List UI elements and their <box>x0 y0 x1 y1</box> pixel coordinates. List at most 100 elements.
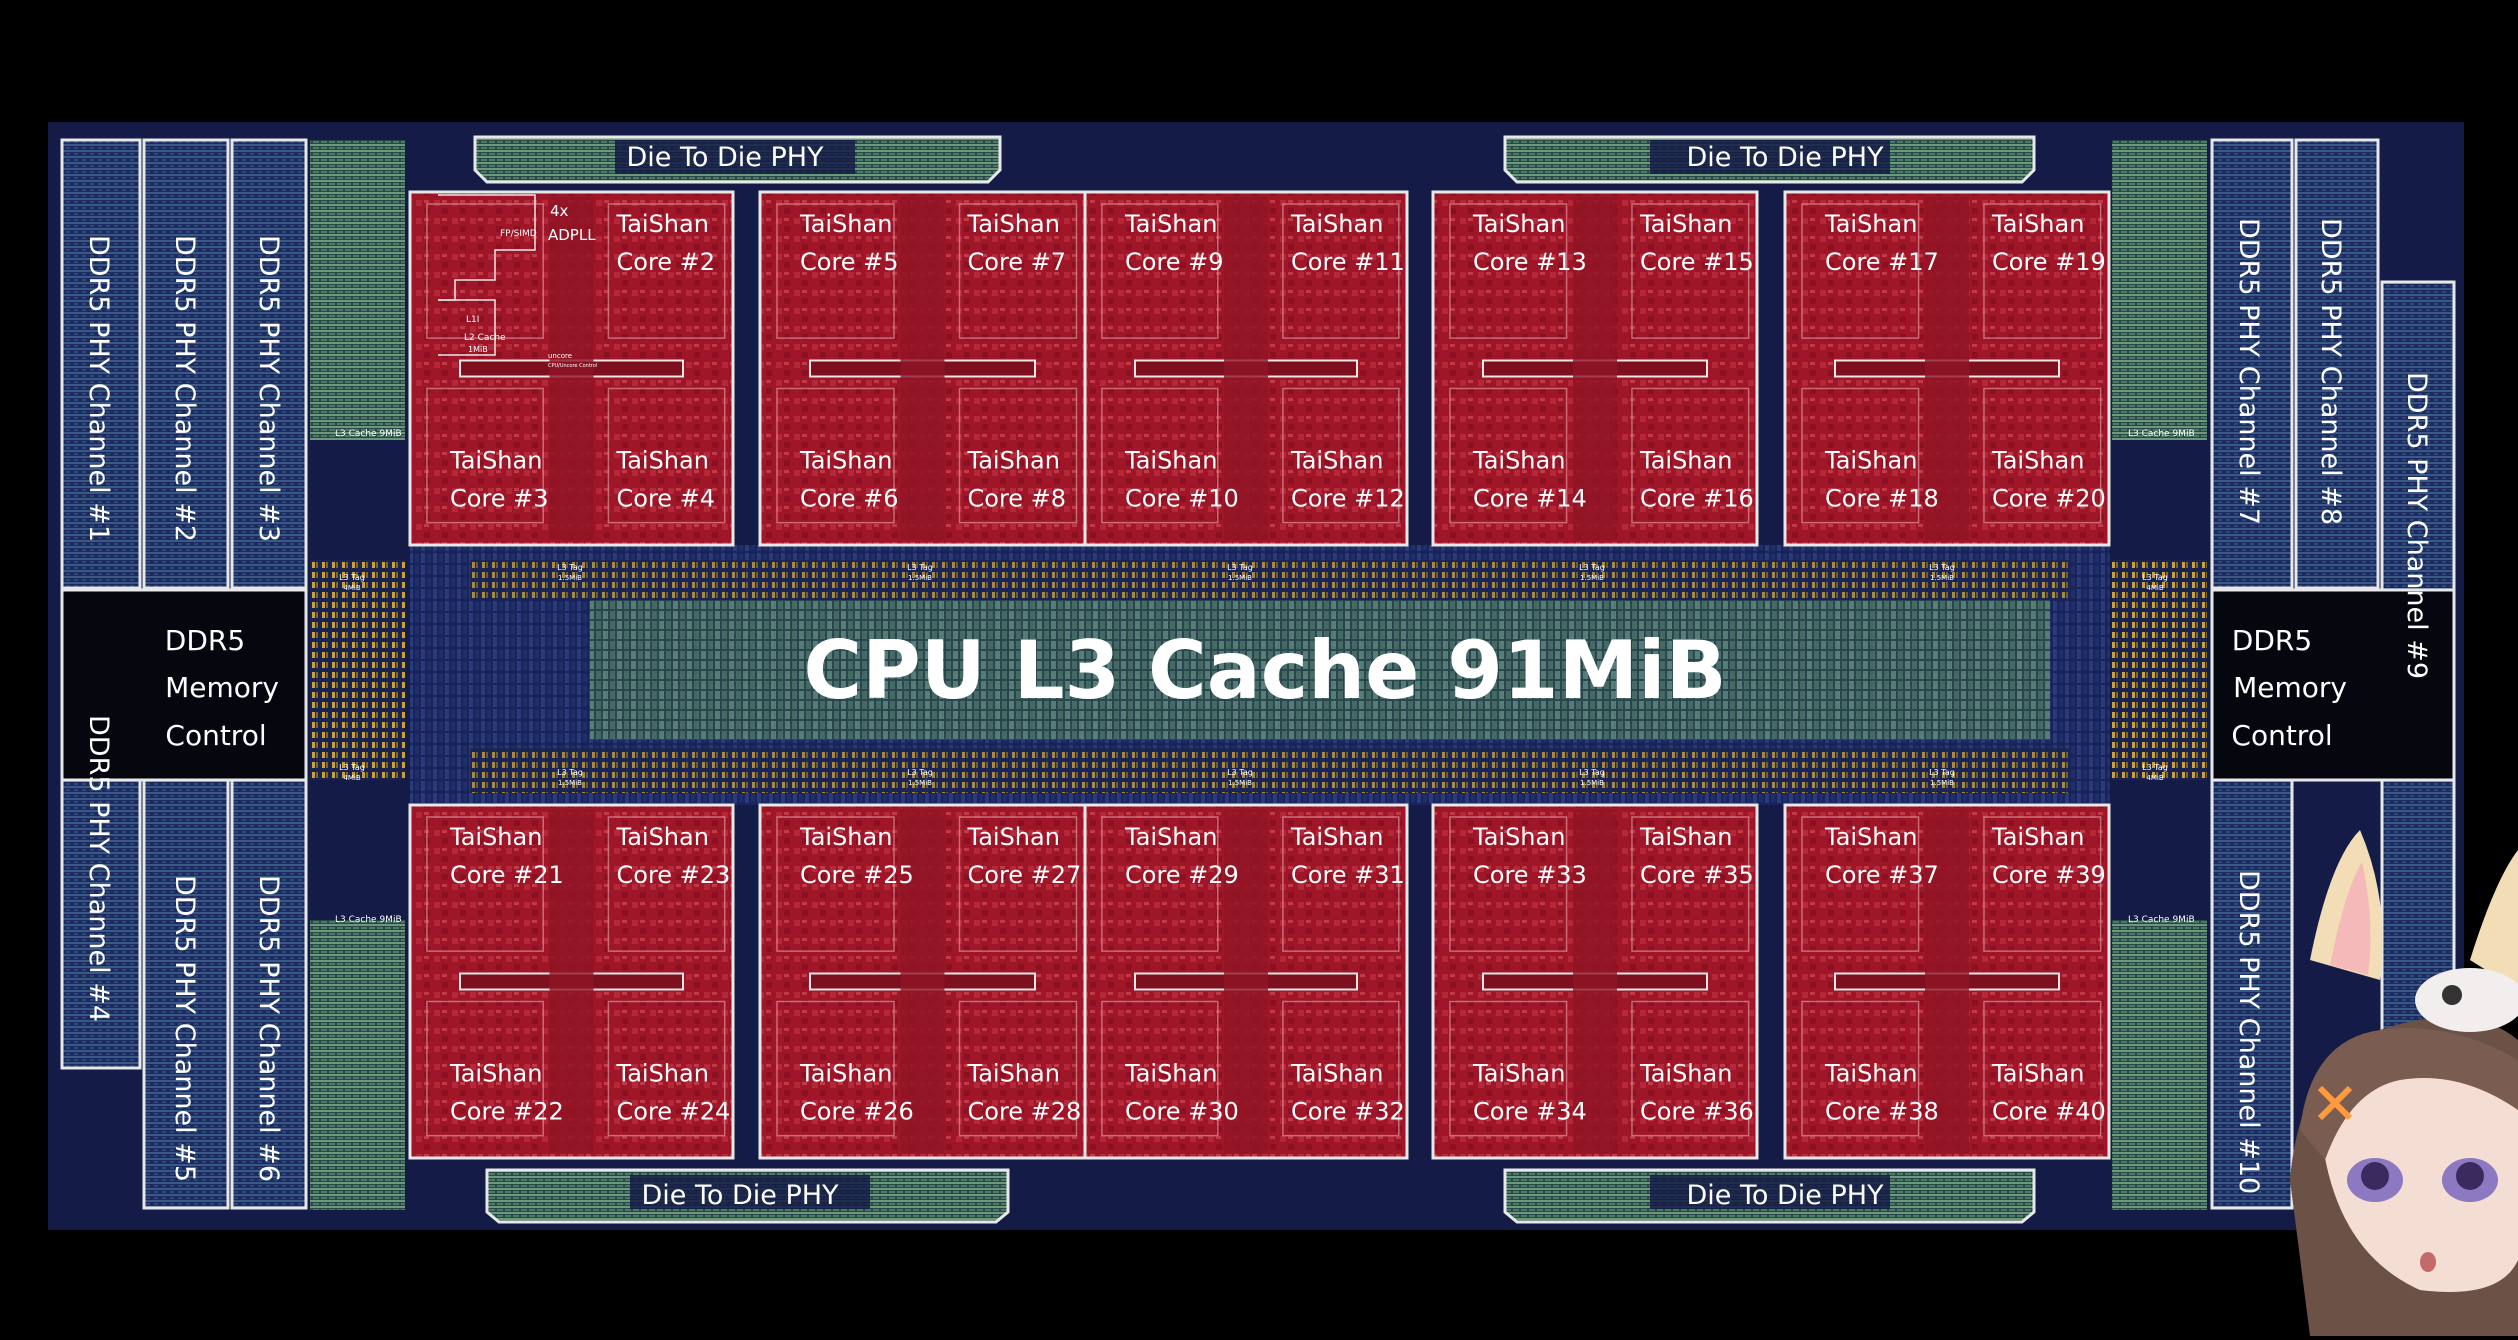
core-label-31: TaiShan <box>1290 823 1383 851</box>
core-label-33: TaiShan <box>1472 823 1565 851</box>
ddr-mc-right-line1: DDR5 <box>2232 624 2312 657</box>
core-number-3: Core #3 <box>450 485 549 513</box>
l3-cache-title: CPU L3 Cache 91MiB <box>803 624 1726 717</box>
ddr-mc-left-line3: Control <box>165 719 266 752</box>
core-number-34: Core #34 <box>1473 1098 1587 1126</box>
vtuber-avatar-icon <box>2290 830 2518 1336</box>
ddr-channel-labels: DDR5 PHY Channel #1 DDR5 PHY Channel #2 … <box>83 218 2432 1194</box>
l3-tag-side-3: L3 Tag <box>2142 573 2168 582</box>
l3-tag-bottom-1: L3 Tag <box>557 768 583 777</box>
l3-tag-labels: L3 Tag 1.5MiB L3 Tag 1.5MiB L3 Tag 1.5MiB L3 T… <box>339 563 2168 787</box>
core-label-8: TaiShan <box>967 447 1060 475</box>
core-number-39: Core #39 <box>1992 861 2106 889</box>
core-label-28: TaiShan <box>967 1060 1060 1088</box>
l3-tag-size-top-3: 1.5MiB <box>1228 574 1252 582</box>
core-label-16: TaiShan <box>1639 447 1732 475</box>
core-number-10: Core #10 <box>1125 485 1239 513</box>
l3-tag-side-4: L3 Tag <box>2142 763 2168 772</box>
core-label-39: TaiShan <box>1991 823 2084 851</box>
core-number-9: Core #9 <box>1125 248 1224 276</box>
ddr-channel-9-label: DDR5 PHY Channel #9 <box>2401 372 2432 679</box>
l3-cache-label-tl: L3 Cache 9MiB <box>335 429 402 439</box>
l3-tag-bottom-3: L3 Tag <box>1227 768 1253 777</box>
core-label-13: TaiShan <box>1472 210 1565 238</box>
ddr-channel-7-label: DDR5 PHY Channel #7 <box>2233 218 2264 525</box>
core-number-17: Core #17 <box>1825 248 1939 276</box>
core-number-15: Core #15 <box>1640 248 1754 276</box>
ddr-mc-right-line2: Memory <box>2233 671 2347 704</box>
core-number-26: Core #26 <box>800 1098 914 1126</box>
l3-tag-size-top-4: 1.5MiB <box>1580 574 1604 582</box>
ddr-channel-8-label: DDR5 PHY Channel #8 <box>2315 218 2346 525</box>
core-number-27: Core #27 <box>968 861 1082 889</box>
core-label-7: TaiShan <box>967 210 1060 238</box>
core-number-6: Core #6 <box>800 485 899 513</box>
core-number-33: Core #33 <box>1473 861 1587 889</box>
l3-tag-side-1: L3 Tag <box>339 573 365 582</box>
ddr-channel-5-label: DDR5 PHY Channel #5 <box>169 875 200 1182</box>
fp-simd-label: FP/SIMD <box>500 229 537 239</box>
core-number-14: Core #14 <box>1473 485 1587 513</box>
core-number-20: Core #20 <box>1992 485 2106 513</box>
l3-cache-side-labels: L3 Cache 9MiB L3 Cache 9MiB L3 Cache 9Mi… <box>335 429 2195 925</box>
core-label-30: TaiShan <box>1124 1060 1217 1088</box>
ddr-channel-10-label: DDR5 PHY Channel #10 <box>2233 870 2264 1194</box>
l3-tag-size-bottom-4: 1.5MiB <box>1580 779 1604 787</box>
core-label-24: TaiShan <box>616 1060 709 1088</box>
core-label-34: TaiShan <box>1472 1060 1565 1088</box>
core-number-22: Core #22 <box>450 1098 564 1126</box>
ddr-phy-right-group <box>2112 138 2456 1210</box>
l3-tag-bottom-4: L3 Tag <box>1579 768 1605 777</box>
l3-tag-top-3: L3 Tag <box>1227 563 1253 572</box>
l2-cache-label: L2 Cache <box>464 333 506 343</box>
l3-tag-side-size-2: 4MiB <box>343 774 360 782</box>
l3-tag-top-5: L3 Tag <box>1929 563 1955 572</box>
l3-tag-size-bottom-1: 1.5MiB <box>558 779 582 787</box>
ddr-memory-control-left: DDR5 Memory Control <box>60 560 405 782</box>
l3-tag-size-bottom-5: 1.5MiB <box>1930 779 1954 787</box>
l3-cache-array <box>590 600 2050 740</box>
core-label-29: TaiShan <box>1124 823 1217 851</box>
core-label-36: TaiShan <box>1639 1060 1732 1088</box>
l3-tag-size-top-1: 1.5MiB <box>558 574 582 582</box>
core-label-21: TaiShan <box>449 823 542 851</box>
l3-tag-bottom-5: L3 Tag <box>1929 768 1955 777</box>
core-number-35: Core #35 <box>1640 861 1754 889</box>
core-number-24: Core #24 <box>617 1098 731 1126</box>
die-to-die-phy-group: Die To Die PHY Die To Die PHY Die To Die… <box>473 135 2036 1224</box>
core-label-26: TaiShan <box>799 1060 892 1088</box>
core-number-31: Core #31 <box>1291 861 1405 889</box>
d2d-phy-top-right-label: Die To Die PHY <box>1686 142 1884 173</box>
core-number-18: Core #18 <box>1825 485 1939 513</box>
core-number-11: Core #11 <box>1291 248 1405 276</box>
core-label-32: TaiShan <box>1290 1060 1383 1088</box>
core-label-27: TaiShan <box>967 823 1060 851</box>
core-label-38: TaiShan <box>1824 1060 1917 1088</box>
core-label-12: TaiShan <box>1290 447 1383 475</box>
core-number-28: Core #28 <box>968 1098 1082 1126</box>
ddr-phy-left-group <box>60 138 405 1210</box>
l3-tag-size-bottom-3: 1.5MiB <box>1228 779 1252 787</box>
core-label-35: TaiShan <box>1639 823 1732 851</box>
core-number-37: Core #37 <box>1825 861 1939 889</box>
l3-tag-side-size-4: 4MiB <box>2146 774 2163 782</box>
l3-tag-side-size-1: 4MiB <box>343 584 360 592</box>
l3-tag-side-2: L3 Tag <box>339 763 365 772</box>
d2d-phy-top-left-label: Die To Die PHY <box>626 142 824 173</box>
adpll-count-label: 4x <box>550 202 569 220</box>
l3-tag-size-top-5: 1.5MiB <box>1930 574 1954 582</box>
core-label-14: TaiShan <box>1472 447 1565 475</box>
core-label-18: TaiShan <box>1824 447 1917 475</box>
core-number-5: Core #5 <box>800 248 899 276</box>
l3-cache-label-br: L3 Cache 9MiB <box>2128 915 2195 925</box>
core-label-17: TaiShan <box>1824 210 1917 238</box>
core-number-12: Core #12 <box>1291 485 1405 513</box>
core-label-4: TaiShan <box>616 447 709 475</box>
core-number-30: Core #30 <box>1125 1098 1239 1126</box>
